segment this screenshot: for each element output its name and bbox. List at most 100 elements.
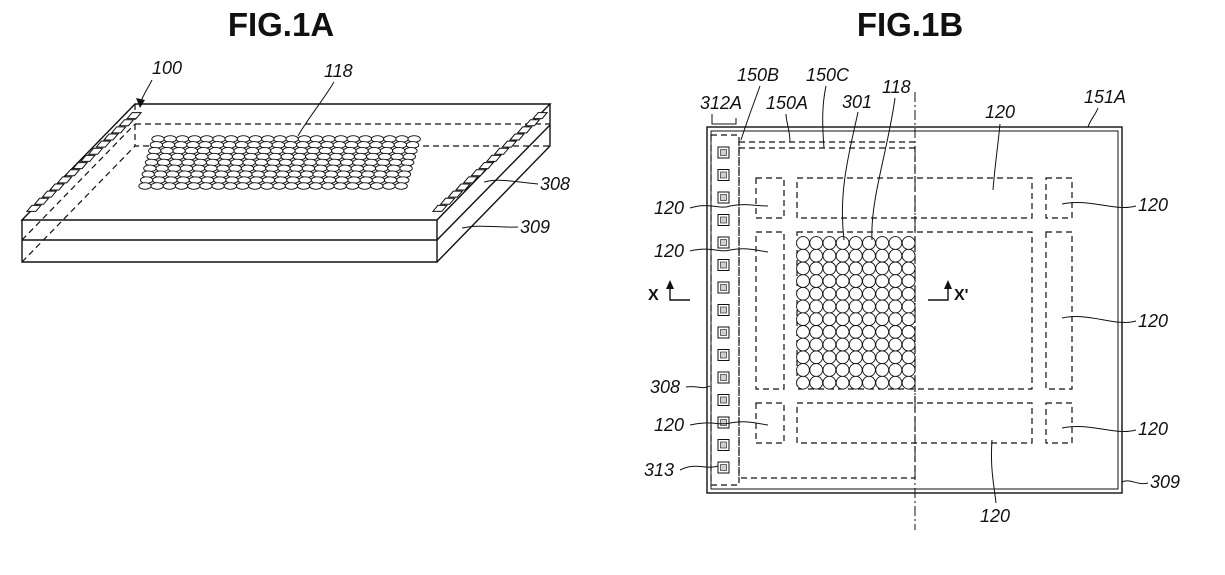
array-cell xyxy=(848,236,863,250)
array-cell xyxy=(862,261,876,276)
array-cell xyxy=(822,261,837,276)
array-cell xyxy=(822,274,837,288)
array-cell xyxy=(809,363,824,377)
pad-right xyxy=(532,112,549,120)
array-cell xyxy=(809,325,824,339)
array-ellipse xyxy=(382,182,396,190)
pad-core xyxy=(720,261,727,269)
pad-outline xyxy=(25,204,42,212)
array-cell xyxy=(888,261,903,276)
array-cell xyxy=(796,312,810,327)
pad-column xyxy=(717,146,730,474)
leader-150b xyxy=(740,85,761,141)
pad-outline xyxy=(493,147,510,155)
array-ellipse xyxy=(296,182,311,190)
pad xyxy=(717,461,730,474)
array-cell xyxy=(901,337,916,352)
pad-right xyxy=(439,197,456,205)
substrate-slab xyxy=(20,103,552,263)
arrowhead-device xyxy=(136,98,145,108)
ref-label-120-right-1: 120 xyxy=(1138,195,1168,215)
array-cell xyxy=(901,312,916,327)
leader-120-left-2 xyxy=(689,248,769,253)
array-cell xyxy=(848,337,863,352)
ref-label-150b: 150B xyxy=(737,65,779,85)
array-cell xyxy=(796,363,810,377)
array-cell xyxy=(875,236,890,250)
figure-1a: FIG.1A 100 118 308 309 xyxy=(20,6,570,263)
leader-309 xyxy=(1121,480,1149,485)
pad-outline xyxy=(79,154,96,162)
ref-label-308: 308 xyxy=(650,377,680,397)
pad-outline xyxy=(439,197,456,205)
leader-150c xyxy=(822,85,827,149)
pad-core xyxy=(720,284,727,291)
pad-right xyxy=(501,140,518,148)
ref-label-120-left-2: 120 xyxy=(654,241,684,261)
pad-left xyxy=(126,112,143,120)
array-ellipse xyxy=(321,182,335,190)
pad-row-right xyxy=(431,112,549,212)
array-cell xyxy=(848,299,863,314)
pad xyxy=(717,394,730,406)
pad-outline xyxy=(431,204,448,212)
array-cell xyxy=(862,350,876,365)
pad-core xyxy=(720,419,727,426)
ref-label-313: 313 xyxy=(644,460,674,480)
array-cell xyxy=(888,299,903,314)
pad-left xyxy=(41,190,58,198)
array-cell xyxy=(796,299,810,314)
pad-outline xyxy=(532,112,549,120)
pad-right xyxy=(478,162,495,170)
array-cell xyxy=(822,363,837,377)
array-cell xyxy=(901,236,916,250)
pad-outline xyxy=(118,119,135,127)
pad-outline xyxy=(126,112,143,120)
array-cell xyxy=(888,236,903,250)
array-cell xyxy=(809,286,824,301)
section-marker-x xyxy=(666,280,690,301)
pad-right xyxy=(447,190,464,198)
pad xyxy=(717,326,730,339)
pad-outline xyxy=(501,140,518,148)
array-ellipse xyxy=(174,182,189,190)
pad-left xyxy=(95,140,112,148)
array-ellipse xyxy=(345,182,360,190)
array-cell xyxy=(862,299,876,314)
array-cell xyxy=(796,286,810,301)
array-cell xyxy=(888,286,903,301)
ref-label-150c: 150C xyxy=(806,65,850,85)
pad-outline xyxy=(48,183,66,191)
pad-left xyxy=(64,169,81,177)
array-cell xyxy=(901,325,916,339)
leader-151a xyxy=(1087,107,1099,128)
array-ellipse xyxy=(211,182,225,190)
pad-outline xyxy=(478,162,495,170)
pad xyxy=(717,371,730,384)
pad-left xyxy=(25,204,42,212)
array-cell xyxy=(875,363,890,377)
array-cell xyxy=(835,375,850,390)
array-ellipse xyxy=(199,182,213,190)
array-cell xyxy=(875,375,890,390)
array-cell xyxy=(848,261,863,276)
pad-left xyxy=(72,162,89,170)
array-ellipse xyxy=(223,182,238,190)
array-cell xyxy=(901,363,916,377)
pad-left xyxy=(118,119,135,127)
array-cell xyxy=(862,248,876,263)
pad-outline xyxy=(64,169,81,177)
pad-core xyxy=(720,374,727,381)
array-cell xyxy=(862,363,876,377)
pad xyxy=(717,416,730,429)
array-cell xyxy=(848,286,863,301)
pad-core xyxy=(720,216,727,224)
array-cell xyxy=(822,299,837,314)
array-cell xyxy=(835,325,850,339)
array-cell xyxy=(862,274,876,288)
array-cell xyxy=(875,350,890,365)
array-cell xyxy=(888,312,903,327)
array-cell xyxy=(835,312,850,327)
array-cell xyxy=(862,325,876,339)
ref-label-120-left-3: 120 xyxy=(654,415,684,435)
